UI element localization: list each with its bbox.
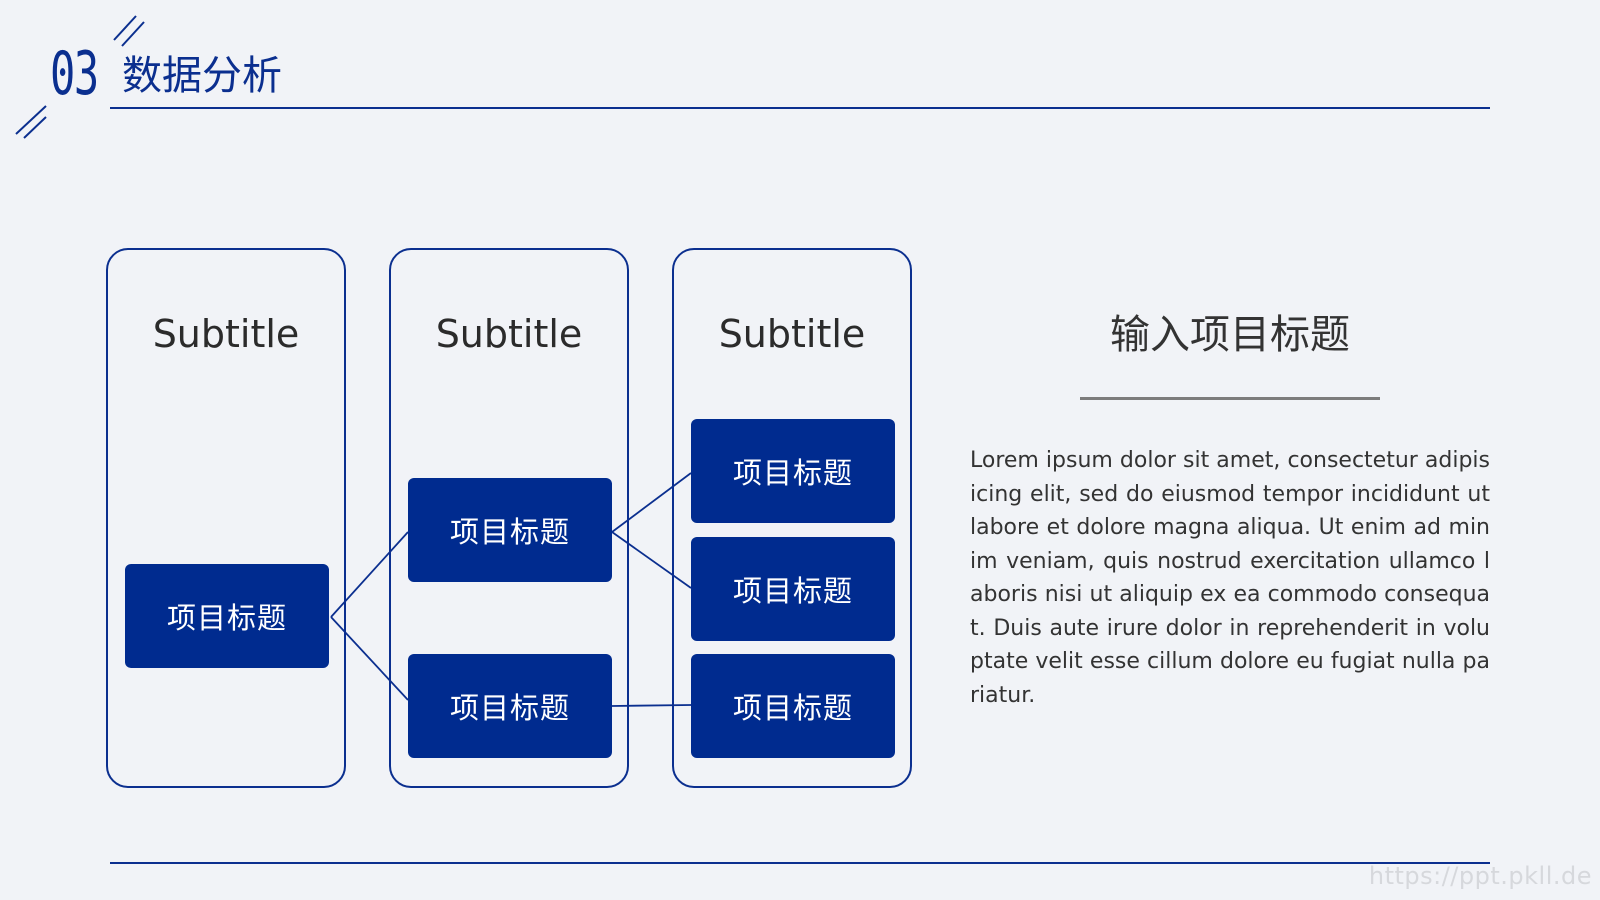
item-box-level3-middle: 项目标题 <box>691 537 895 641</box>
column-subtitle: Subtitle <box>152 312 300 356</box>
panel-title: 输入项目标题 <box>1110 312 1350 358</box>
item-box-level1: 项目标题 <box>125 564 329 668</box>
panel-divider <box>1080 397 1380 400</box>
header-divider <box>110 107 1490 109</box>
diagram-column-1: Subtitle <box>106 248 346 788</box>
page-title: 数据分析 <box>122 53 282 99</box>
panel-body-text: Lorem ipsum dolor sit amet, consectetur … <box>970 448 1490 708</box>
footer-divider <box>110 862 1490 864</box>
item-box-level2-bottom: 项目标题 <box>408 654 612 758</box>
column-subtitle: Subtitle <box>435 312 583 356</box>
item-box-level2-top: 项目标题 <box>408 478 612 582</box>
section-number: 03 <box>50 39 99 109</box>
diagram-column-3: Subtitle <box>672 248 912 788</box>
column-subtitle: Subtitle <box>718 312 866 356</box>
item-box-level3-bottom: 项目标题 <box>691 654 895 758</box>
diagram-column-2: Subtitle <box>389 248 629 788</box>
decorative-slashes <box>15 15 145 139</box>
item-box-level3-top: 项目标题 <box>691 419 895 523</box>
watermark-url: https://ppt.pkll.de <box>1368 862 1592 890</box>
